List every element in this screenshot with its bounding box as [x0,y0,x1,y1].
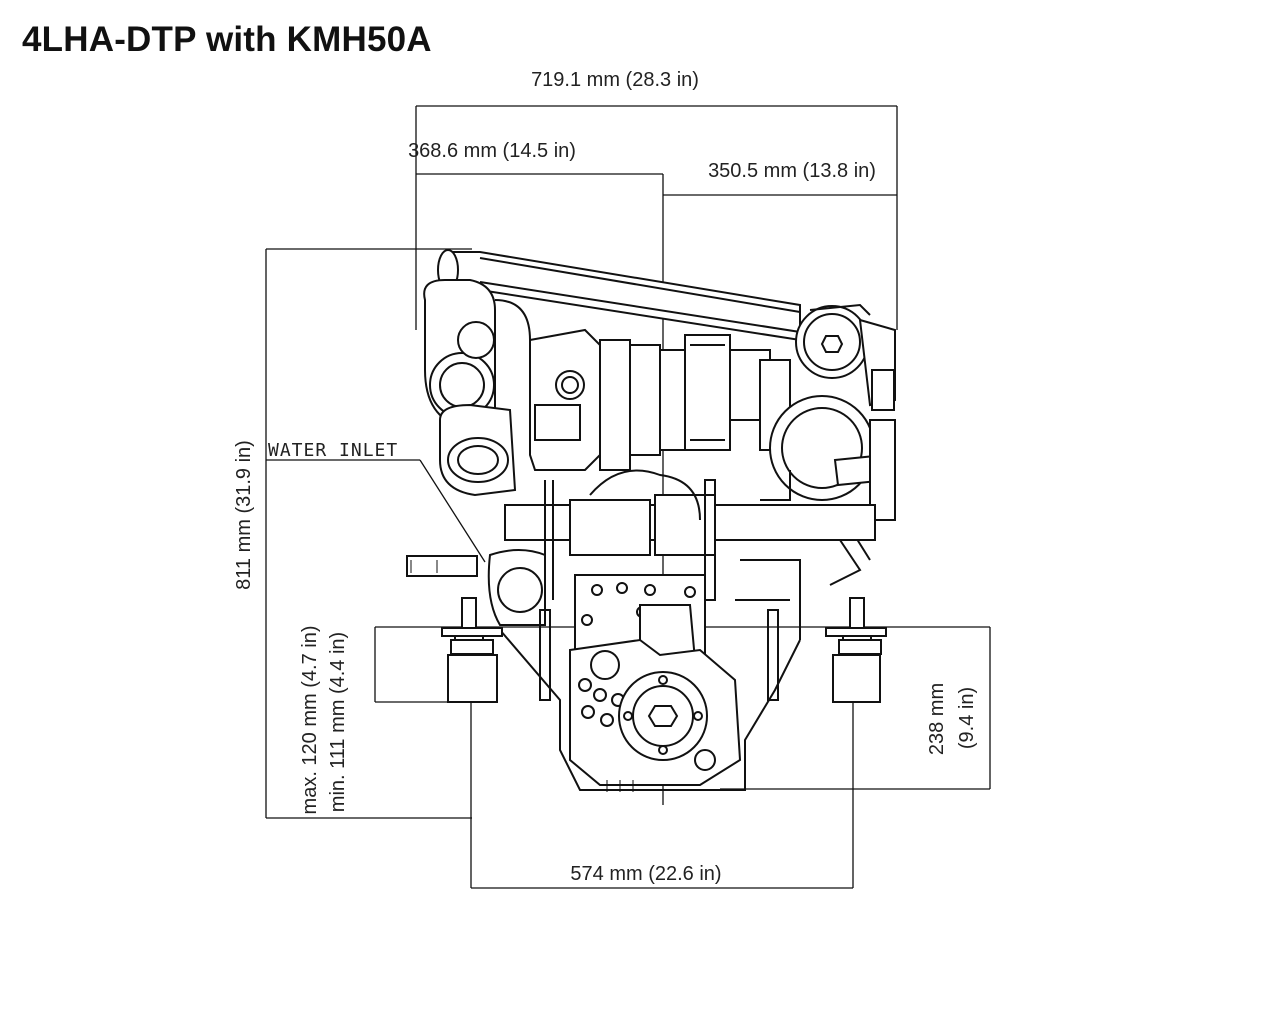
overall-height-label: 811 mm (31.9 in) [233,440,255,590]
mount-max-label: max. 120 mm (4.7 in) [299,626,321,815]
mount-span-label: 574 mm (22.6 in) [570,863,721,885]
engine-outline [406,249,896,792]
mount-min-label: min. 111 mm (4.4 in) [327,632,349,812]
right-width-label: 350.5 mm (13.8 in) [708,160,876,182]
drawing-title: 4LHA-DTP with KMH50A [22,20,432,59]
right-height-mm-label: 238 mm [926,683,948,755]
right-height-in-label: (9.4 in) [956,687,978,749]
overall-width-label: 719.1 mm (28.3 in) [531,69,699,91]
water-inlet-label: WATER INLET [268,440,398,461]
left-width-label: 368.6 mm (14.5 in) [408,140,576,162]
